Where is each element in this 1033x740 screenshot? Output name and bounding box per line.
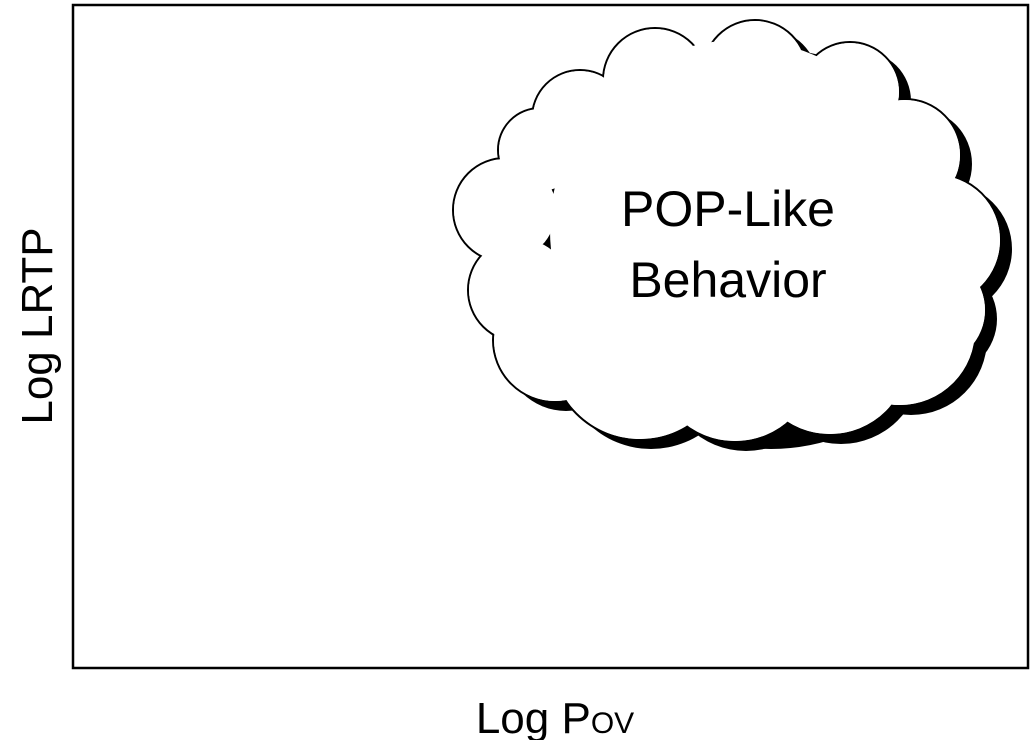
x-axis-label: Log POV <box>476 694 634 740</box>
x-axis-label-main: Log P <box>476 694 591 740</box>
y-axis-label: Log LRTP <box>13 227 62 424</box>
x-axis-label-subscript: OV <box>591 707 634 740</box>
cloud-label-line2: Behavior <box>629 252 826 308</box>
cloud-fill <box>454 21 1000 441</box>
cloud-label-line1: POP-Like <box>621 181 835 237</box>
